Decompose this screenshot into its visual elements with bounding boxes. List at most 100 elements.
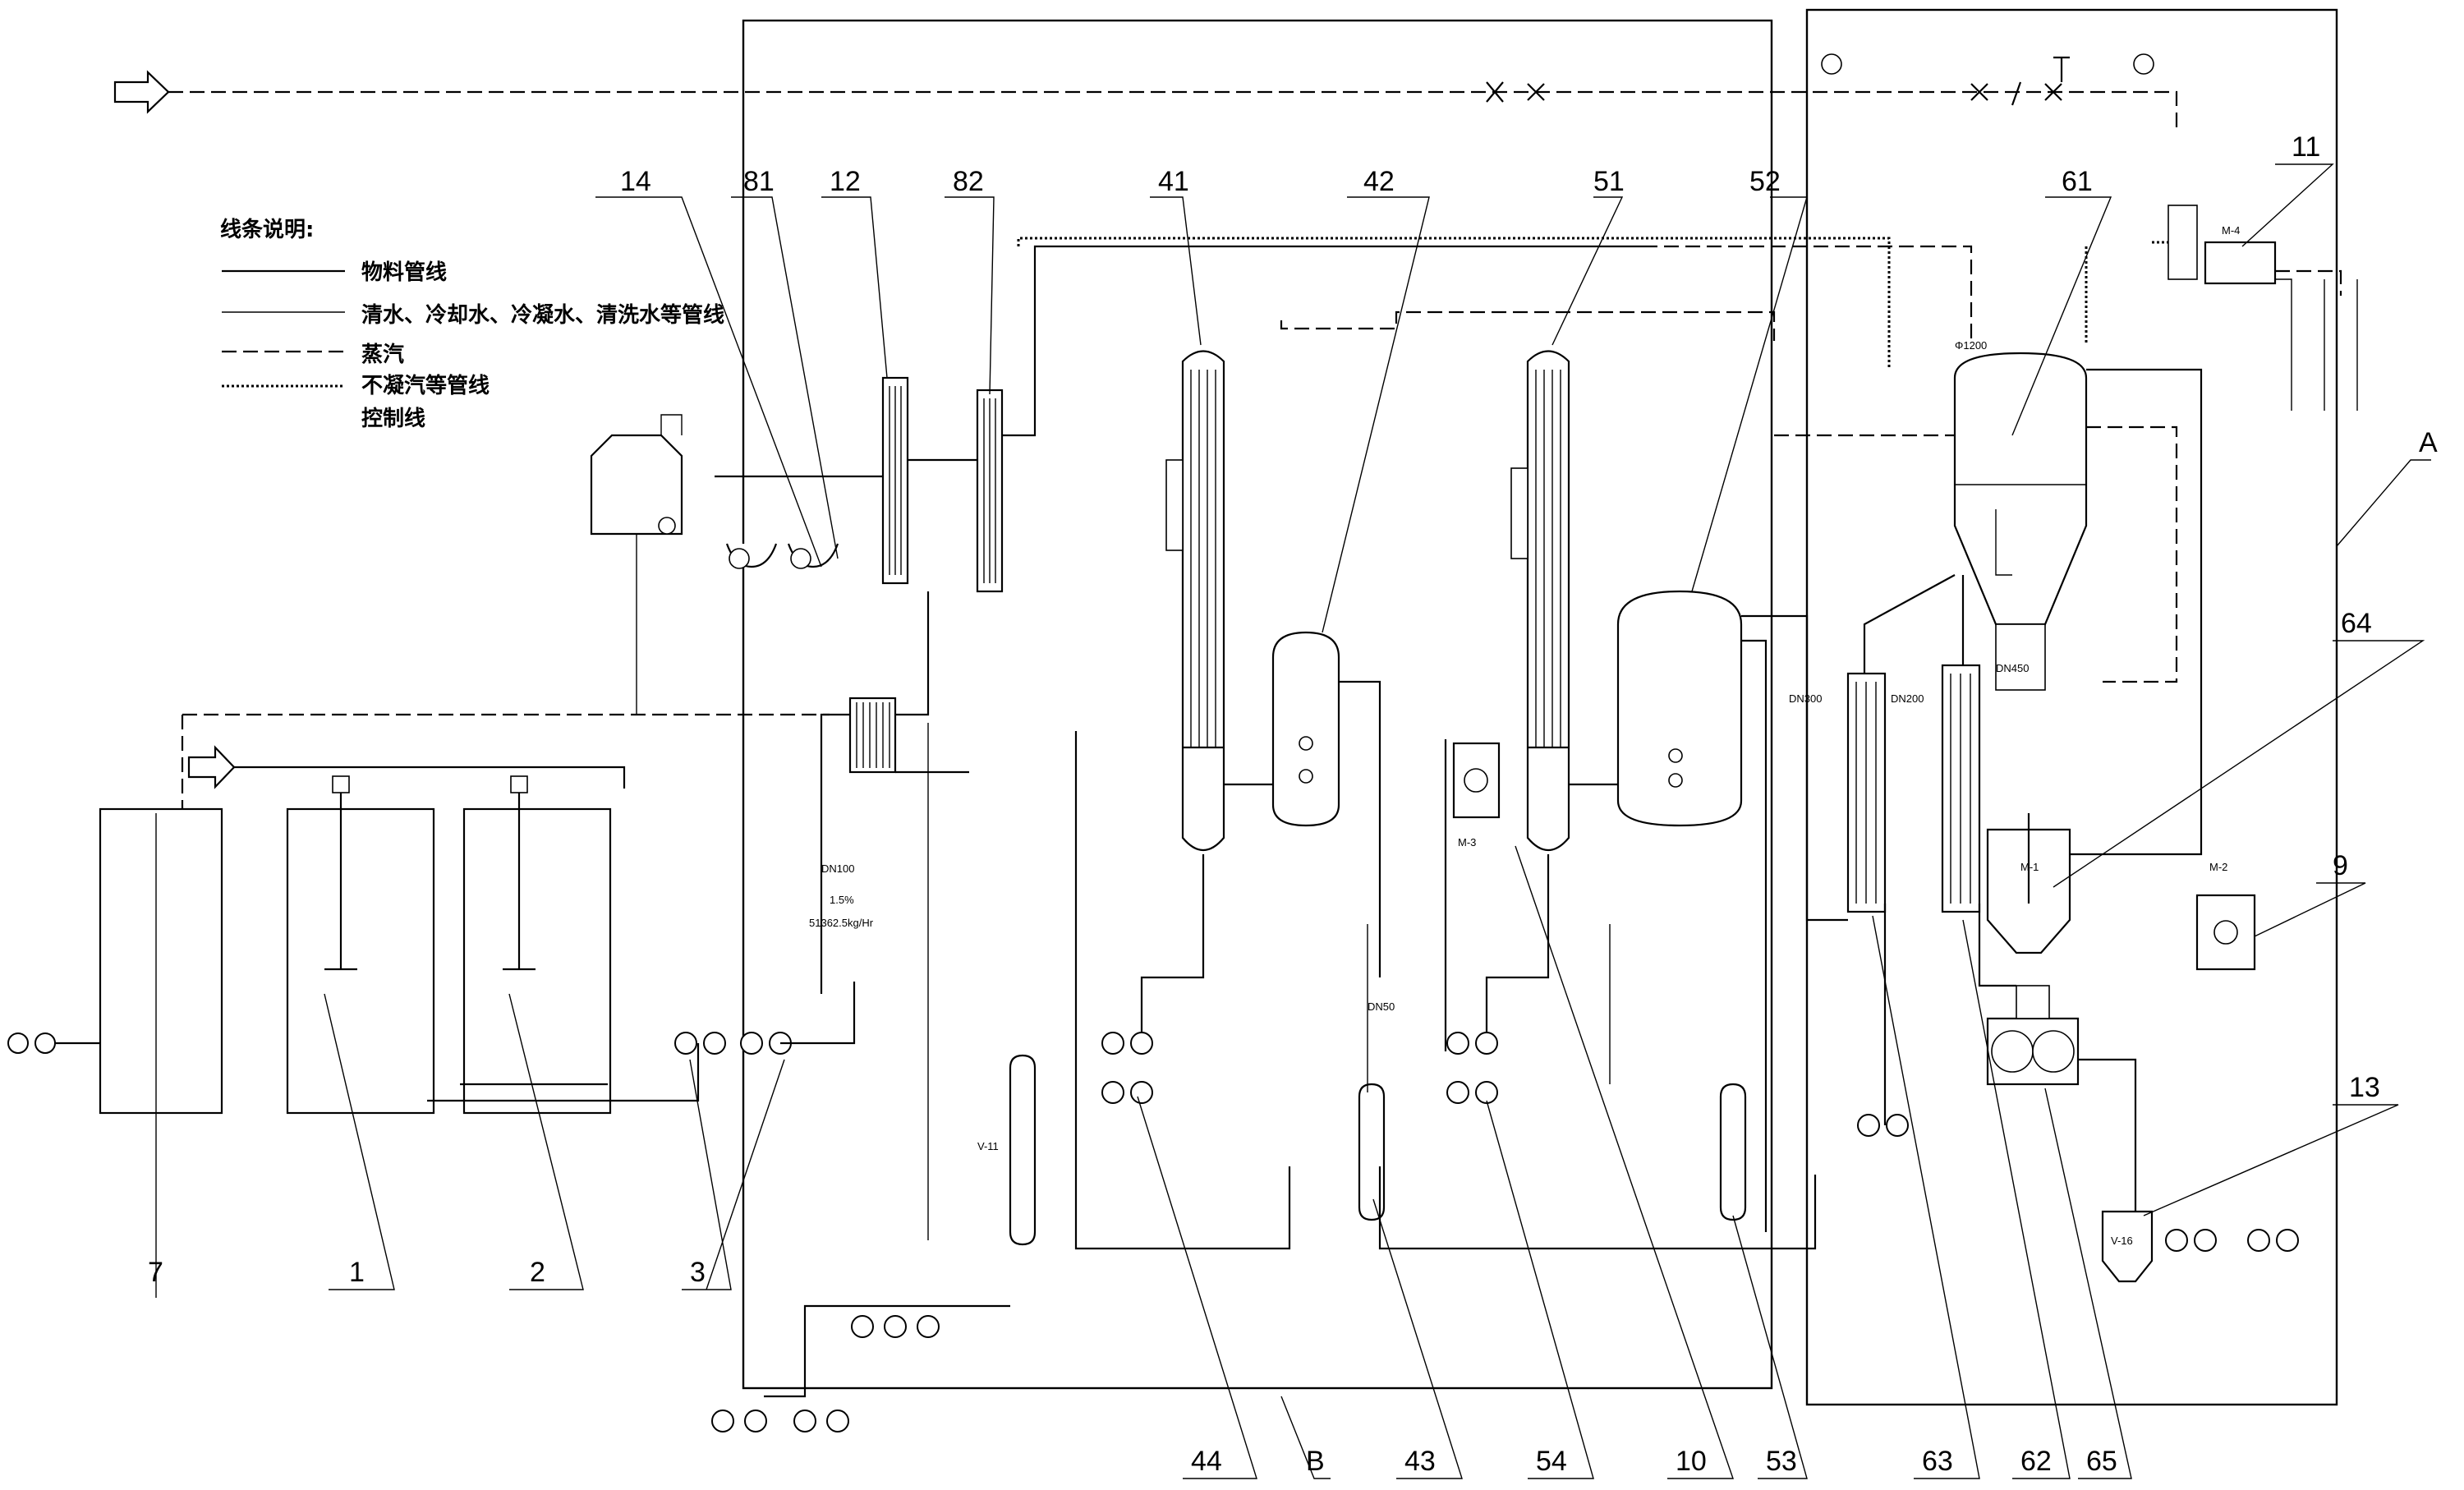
tank-1 bbox=[286, 807, 435, 1115]
vapor-lines bbox=[1280, 245, 1973, 341]
evaporator-41 bbox=[1165, 350, 1225, 851]
svg-text:DN200: DN200 bbox=[1891, 692, 1924, 705]
callout-53: 53 bbox=[1766, 1446, 1797, 1477]
callout-42: 42 bbox=[1363, 166, 1395, 197]
compressor-outlets bbox=[2275, 278, 2358, 411]
lower-circulation-lines bbox=[764, 731, 1817, 1398]
plate-heat-exchanger bbox=[848, 697, 897, 774]
effect2-piping bbox=[1485, 639, 1768, 1232]
tank-agitators bbox=[324, 775, 536, 971]
thickener-m1: M-1 DN450 bbox=[1986, 662, 2071, 954]
callout-54: 54 bbox=[1536, 1446, 1567, 1477]
callout-63: 63 bbox=[1922, 1446, 1953, 1477]
callout-52: 52 bbox=[1749, 166, 1781, 197]
legend-item-material: 物料管线 bbox=[361, 260, 447, 285]
legend-item-control: 控制线 bbox=[361, 407, 425, 431]
svg-text:M-2: M-2 bbox=[2209, 861, 2227, 873]
svg-text:DN450: DN450 bbox=[1996, 662, 2029, 674]
noncondensable-line bbox=[1017, 237, 1891, 370]
callout-10: 10 bbox=[1676, 1446, 1707, 1477]
feed-header-line bbox=[234, 766, 626, 789]
callout-62: 62 bbox=[2020, 1446, 2052, 1477]
condensate-tank-43 bbox=[1358, 1083, 1386, 1221]
callout-a: A bbox=[2419, 427, 2438, 458]
svg-text:V-16: V-16 bbox=[2111, 1235, 2133, 1247]
preheater-82 bbox=[976, 389, 1004, 593]
crystallizer-61: Φ1200 bbox=[1953, 339, 2088, 691]
evaporator-51 bbox=[1510, 350, 1570, 851]
circulation-pumps bbox=[711, 1032, 1498, 1433]
svg-text:M-1: M-1 bbox=[2020, 861, 2039, 873]
feed-pumps bbox=[427, 982, 856, 1102]
flow-dn-label: DN100 bbox=[821, 862, 854, 875]
separator-52 bbox=[1616, 590, 1743, 827]
compressor-11: M-4 bbox=[2167, 205, 2277, 285]
tank-7 bbox=[99, 807, 223, 1115]
callout-65: 65 bbox=[2086, 1446, 2117, 1477]
preheater-12 bbox=[881, 376, 909, 585]
leader-lines bbox=[155, 163, 2431, 1479]
dn50-label: DN50 bbox=[1368, 1000, 1395, 1013]
heater-62: DN200 bbox=[1891, 664, 1981, 913]
raw-material-inlet-arrow bbox=[187, 745, 236, 789]
tank7-pump bbox=[7, 1032, 100, 1054]
crystallizer-vent bbox=[2085, 241, 2168, 345]
compressor-m3: M-3 bbox=[1452, 742, 1501, 848]
condensate-tank-v11: V-11 bbox=[977, 1054, 1037, 1246]
crystallizer-steam-lines bbox=[1774, 269, 2342, 683]
callout-13: 13 bbox=[2349, 1072, 2380, 1103]
preheater-14-81 bbox=[725, 543, 839, 569]
condensate-tank-53 bbox=[1719, 1083, 1747, 1221]
callout-64: 64 bbox=[2341, 608, 2372, 639]
callout-labels: 14 81 12 82 41 42 51 52 11 61 64 9 13 7 … bbox=[148, 131, 2438, 1477]
centrifuge-65 bbox=[1986, 985, 2080, 1086]
callout-7: 7 bbox=[148, 1257, 163, 1288]
preheater-piping bbox=[820, 591, 969, 994]
svg-text:M-4: M-4 bbox=[2222, 224, 2240, 237]
tank-2 bbox=[462, 807, 612, 1115]
condensate-lines bbox=[927, 723, 1611, 1240]
callout-81: 81 bbox=[743, 166, 775, 197]
dryer-m2: M-2 bbox=[2195, 861, 2256, 971]
callout-3: 3 bbox=[690, 1257, 706, 1288]
crystallizer-pumps bbox=[1857, 1114, 1909, 1137]
callout-82: 82 bbox=[953, 166, 984, 197]
steam-inlet-arrow bbox=[113, 70, 170, 114]
silo bbox=[590, 414, 683, 715]
separator-42 bbox=[1271, 631, 1340, 827]
callout-9: 9 bbox=[2333, 850, 2348, 881]
callout-11: 11 bbox=[2292, 131, 2320, 163]
svg-text:M-3: M-3 bbox=[1458, 836, 1476, 848]
concentration-label: 1.5% bbox=[830, 894, 854, 906]
boundary-box-b bbox=[742, 19, 1773, 1390]
svg-text:V-11: V-11 bbox=[977, 1140, 999, 1152]
callout-b: B bbox=[1306, 1446, 1325, 1477]
steam-main-line bbox=[168, 90, 2178, 131]
svg-text:Φ1200: Φ1200 bbox=[1955, 339, 1987, 352]
legend-item-water: 清水、冷却水、冷凝水、清洗水等管线 bbox=[361, 302, 724, 328]
mother-liquor-tank-v16: V-16 bbox=[2101, 1210, 2299, 1283]
crystallizer-piping bbox=[1741, 368, 2203, 1212]
boundary-box-a bbox=[1805, 8, 2338, 1406]
flow-rate-label: 51362.5kg/Hr bbox=[809, 917, 874, 929]
callout-61: 61 bbox=[2062, 166, 2093, 197]
legend-title: 线条说明: bbox=[220, 218, 314, 242]
callout-51: 51 bbox=[1593, 166, 1625, 197]
callout-2: 2 bbox=[530, 1257, 545, 1288]
legend-item-steam: 蒸汽 bbox=[361, 343, 404, 367]
callout-41: 41 bbox=[1158, 166, 1189, 197]
legend-item-noncondensable: 不凝汽等管线 bbox=[361, 373, 490, 398]
svg-text:DN300: DN300 bbox=[1789, 692, 1822, 705]
callout-44: 44 bbox=[1191, 1446, 1222, 1477]
legend: 线条说明: 物料管线 清水、冷却水、冷凝水、清洗水等管线 蒸汽 不凝汽等管线 控… bbox=[220, 218, 724, 431]
heater-63: DN300 bbox=[1789, 672, 1887, 913]
callout-43: 43 bbox=[1404, 1446, 1436, 1477]
callout-12: 12 bbox=[830, 166, 861, 197]
preheater-feed-line bbox=[715, 245, 1643, 478]
callout-1: 1 bbox=[349, 1257, 365, 1288]
steam-main-valves bbox=[1486, 53, 2154, 106]
effect1-piping bbox=[1140, 680, 1381, 1043]
steam-return-line bbox=[181, 713, 830, 809]
callout-14: 14 bbox=[620, 166, 651, 197]
